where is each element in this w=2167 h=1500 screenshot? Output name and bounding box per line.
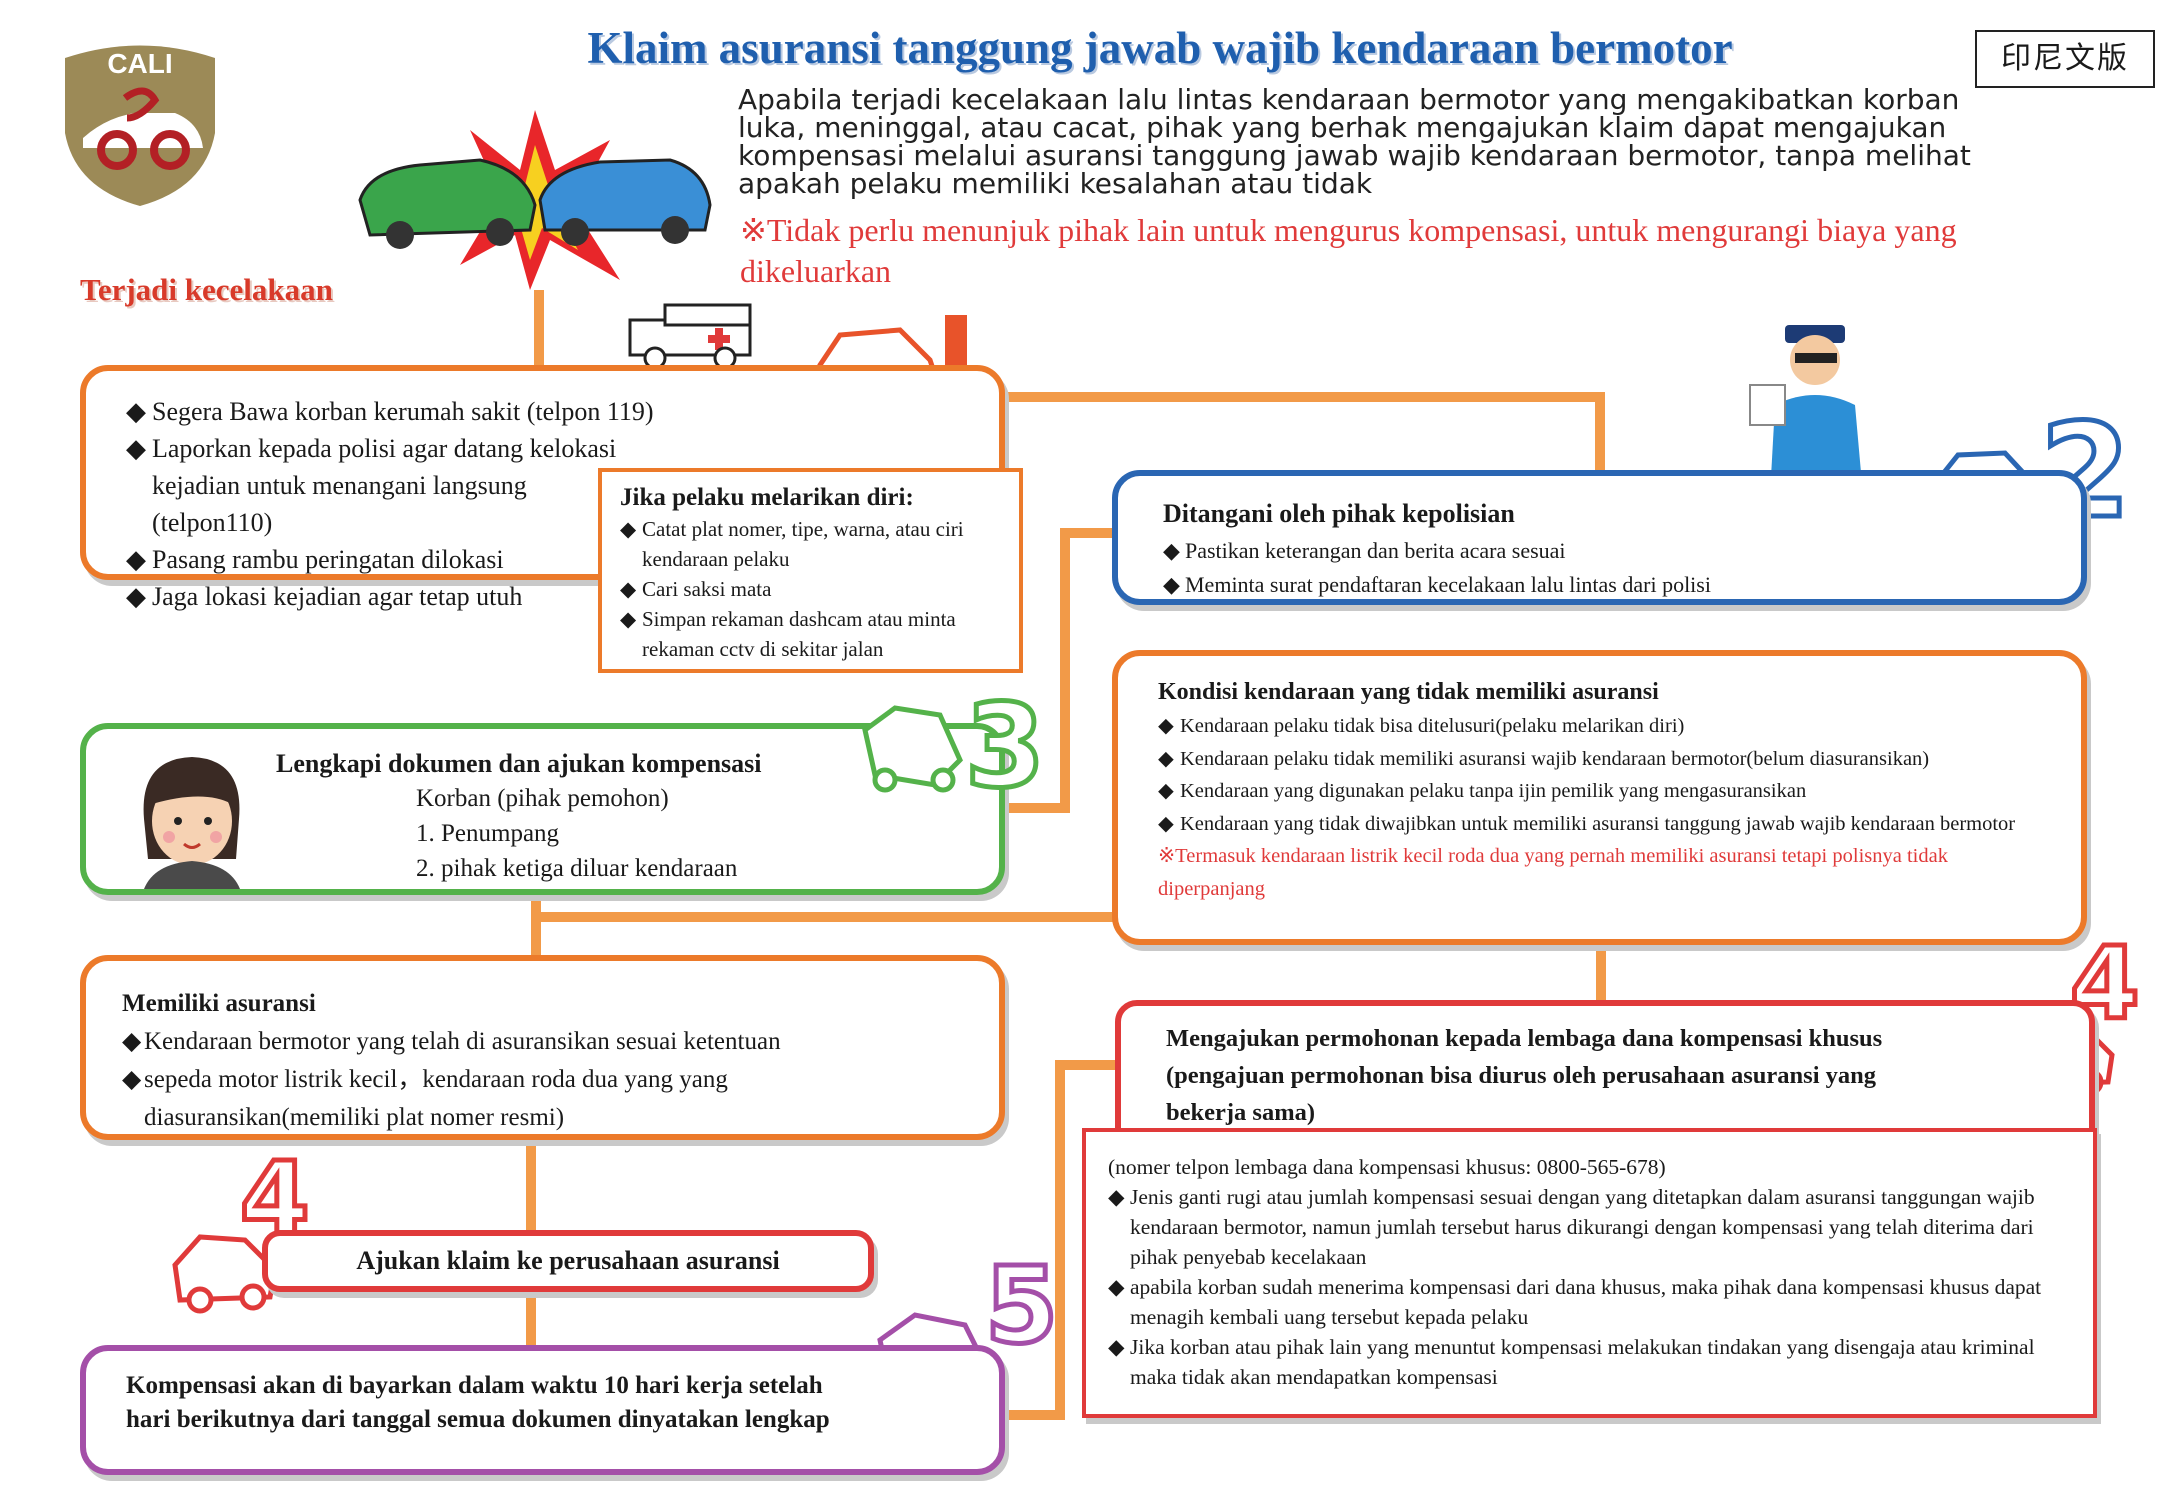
insured-title: Memiliki asuransi xyxy=(122,990,316,1017)
hit-and-run-box: Jika pelaku melarikan diri: Catat plat n… xyxy=(598,468,1023,673)
connector-uninsured-down xyxy=(1596,945,1606,1000)
ambulance-icon xyxy=(625,300,765,372)
step2-item: Meminta surat pendaftaran kecelakaan lal… xyxy=(1163,568,2041,602)
connector-insured-down xyxy=(526,1140,536,1230)
shield-logo-icon xyxy=(65,45,215,206)
insured-box: Memiliki asuransi Kendaraan bermotor yan… xyxy=(80,955,1005,1140)
step4b-item: Jenis ganti rugi atau jumlah kompensasi … xyxy=(1108,1182,2071,1272)
step2-title: Ditangani oleh pihak kepolisian xyxy=(1163,499,1515,528)
insured-item: sepeda motor listrik kecil，kendaraan rod… xyxy=(122,1061,963,1137)
page-title: Klaim asuransi tanggung jawab wajib kend… xyxy=(587,23,1733,73)
step1-item: Segera Bawa korban kerumah sakit (telpon… xyxy=(126,393,959,430)
step4a-title: Ajukan klaim ke perusahaan asuransi xyxy=(356,1246,780,1275)
insured-item: Kendaraan bermotor yang telah di asurans… xyxy=(122,1023,963,1061)
step3-item: 1. Penumpang xyxy=(416,820,560,847)
step3-subtitle: Korban (pihak pemohon) xyxy=(416,785,669,812)
step1-item: Laporkan kepada polisi agar datang kelok… xyxy=(126,430,622,541)
step5-number: 5 xyxy=(982,1243,1060,1370)
connector-mid-top xyxy=(1060,528,1115,538)
connector-fund-to-step5-bottom xyxy=(1000,1410,1065,1420)
intro-text: Apabila terjadi kecelakaan lalu lintas k… xyxy=(738,83,1971,200)
step4b-phone: (nomer telpon lembaga dana kompensasi kh… xyxy=(1108,1155,1666,1179)
step1-box: Segera Bawa korban kerumah sakit (telpon… xyxy=(80,365,1005,615)
accident-illustration xyxy=(350,100,720,290)
step1-item: Pasang rambu peringatan dilokasi xyxy=(126,541,959,578)
connector-step3-down xyxy=(531,895,541,955)
uninsured-box: Kondisi kendaraan yang tidak memiliki as… xyxy=(1112,650,2087,945)
connector-mid-vertical xyxy=(1060,528,1070,813)
hit-and-run-title: Jika pelaku melarikan diri: xyxy=(620,484,914,511)
connector-to-police xyxy=(1595,392,1605,472)
accident-label: Terjadi kecelakaan xyxy=(80,272,333,307)
step5-box: Kompensasi akan di bayarkan dalam waktu … xyxy=(80,1345,1005,1475)
step2-item: Pastikan keterangan dan berita acara ses… xyxy=(1163,534,2041,568)
step3-box: Lengkapi dokumen dan ajukan kompensasi K… xyxy=(80,723,1005,895)
hit-and-run-item: Simpan rekaman dashcam atau minta rekama… xyxy=(620,604,1001,664)
uninsured-title: Kondisi kendaraan yang tidak memiliki as… xyxy=(1158,679,1659,705)
connector-accident-down xyxy=(534,290,544,365)
connector-claim-down xyxy=(526,1290,536,1345)
uninsured-item: Kendaraan pelaku tidak bisa ditelusuri(p… xyxy=(1158,710,2041,743)
uninsured-item: Kendaraan pelaku tidak memiliki asuransi… xyxy=(1158,743,2041,776)
step2-box: Ditangani oleh pihak kepolisian Pastikan… xyxy=(1112,470,2087,605)
uninsured-item: Kendaraan yang tidak diwajibkan untuk me… xyxy=(1158,808,2041,841)
connector-mid-to-step3 xyxy=(1003,803,1070,813)
hit-and-run-item: Catat plat nomer, tipe, warna, atau ciri… xyxy=(620,514,1001,574)
step3-car-icon xyxy=(855,690,970,800)
step1-item: Jaga lokasi kejadian agar tetap utuh xyxy=(126,578,959,615)
step3-number: 3 xyxy=(962,678,1047,817)
step3-item: 2. pihak ketiga diluar kendaraan xyxy=(416,855,738,882)
uninsured-item: Kendaraan yang digunakan pelaku tanpa ij… xyxy=(1158,775,2041,808)
connector-fund-to-step5-top xyxy=(1055,1060,1115,1070)
step4b-title: Mengajukan permohonan kepada lembaga dan… xyxy=(1166,1025,1883,1126)
hit-and-run-item: Cari saksi mata xyxy=(620,574,1001,604)
step4a-car-icon xyxy=(165,1215,285,1315)
step4a-box[interactable]: Ajukan klaim ke perusahaan asuransi xyxy=(262,1230,874,1292)
police-officer-icon xyxy=(1745,315,1895,495)
connector-branch-horizontal xyxy=(531,912,1121,922)
victim-avatar xyxy=(124,749,259,889)
cali-logo: CALI xyxy=(55,38,225,208)
logo-text: CALI xyxy=(107,48,173,79)
uninsured-note: ※Termasuk kendaraan listrik kecil roda d… xyxy=(1158,845,1948,900)
step4b-header-box: Mengajukan permohonan kepada lembaga dan… xyxy=(1115,1000,2095,1135)
connector-fund-to-step5-v xyxy=(1055,1060,1065,1420)
step5-text: Kompensasi akan di bayarkan dalam waktu … xyxy=(126,1372,830,1433)
step3-title: Lengkapi dokumen dan ajukan kompensasi xyxy=(276,749,762,778)
step4b-item: apabila korban sudah menerima kompensasi… xyxy=(1108,1272,2071,1332)
language-badge: 印尼文版 xyxy=(1975,30,2155,88)
intro-note: ※Tidak perlu menunjuk pihak lain untuk m… xyxy=(740,212,1957,289)
step4b-item: Jika korban atau pihak lain yang menuntu… xyxy=(1108,1332,2071,1392)
connector-top-horizontal xyxy=(1000,392,1605,402)
step4b-detail-box: (nomer telpon lembaga dana kompensasi kh… xyxy=(1082,1128,2097,1418)
